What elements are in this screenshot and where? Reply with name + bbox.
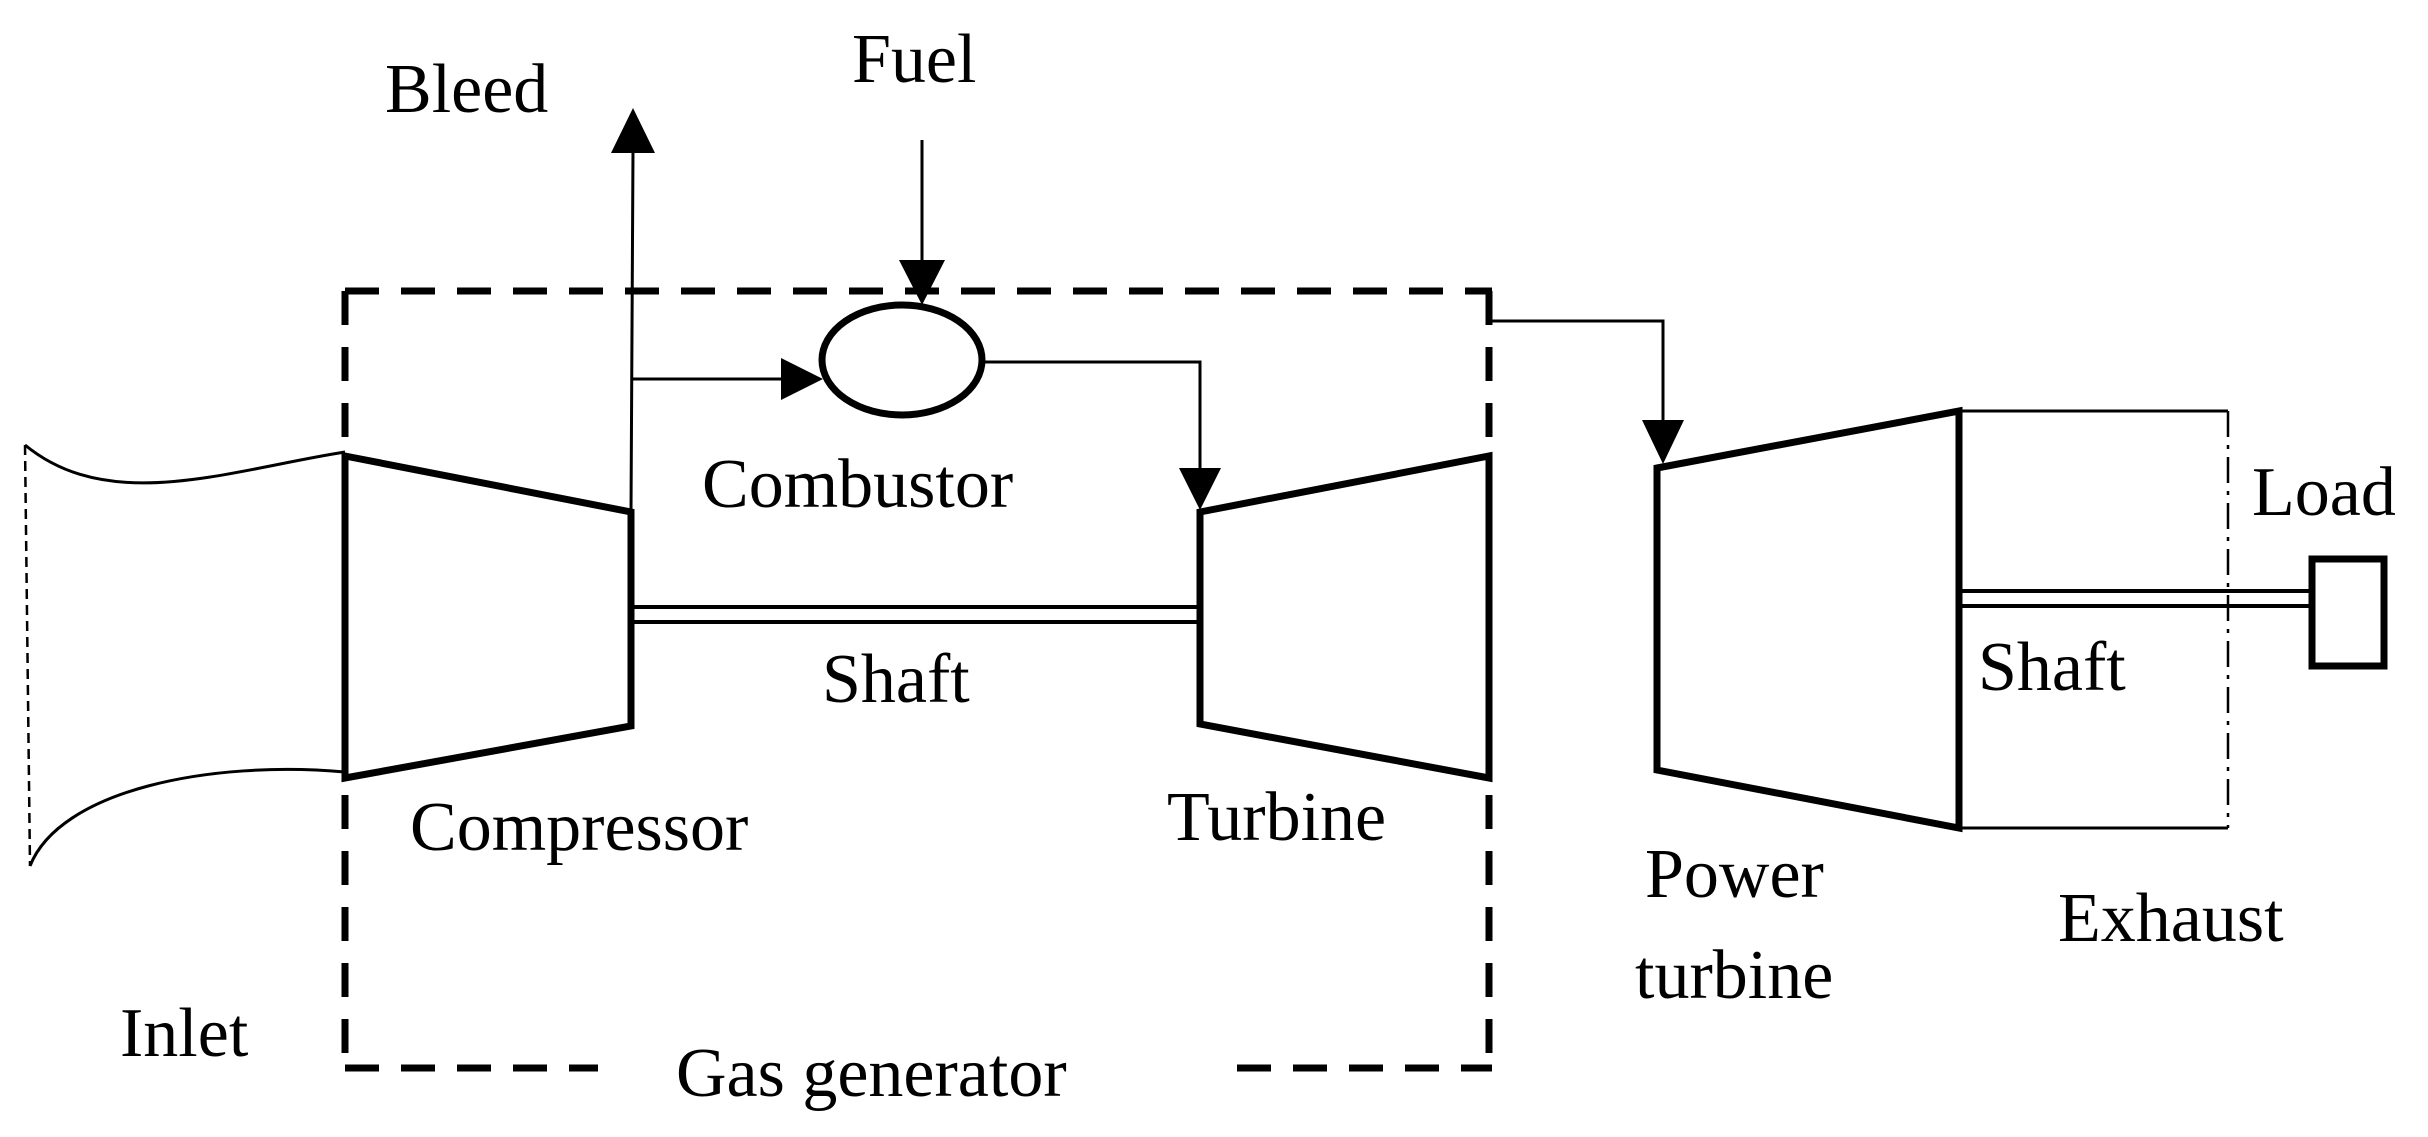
- fuel-label: Fuel: [852, 21, 976, 98]
- bleed-label: Bleed: [385, 51, 548, 128]
- exhaust-label: Exhaust: [2058, 880, 2284, 957]
- load-label: Load: [2252, 454, 2396, 531]
- combustor-to-turbine-arrow: [982, 360, 1221, 510]
- gas-generator-label: Gas generator: [676, 1035, 1067, 1112]
- power-turbine-label-line2: turbine: [1635, 937, 1833, 1014]
- inlet-duct: [23, 443, 346, 867]
- power-shaft: [1959, 589, 2312, 608]
- gas-generator-shaft-label: Shaft: [822, 641, 970, 718]
- load-box: [2308, 555, 2388, 670]
- fuel-arrow: [899, 140, 945, 305]
- compressor-to-combustor-arrow: [633, 358, 823, 400]
- compressor-shape: [341, 451, 635, 783]
- bleed-arrow: [611, 108, 655, 513]
- combustor-label: Combustor: [702, 446, 1013, 523]
- turbine-shape: [1196, 451, 1493, 783]
- power-shaft-label: Shaft: [1978, 629, 2126, 706]
- power-turbine-shape: [1653, 406, 1963, 833]
- turbine-to-power-turbine-arrow: [1489, 319, 1684, 464]
- power-turbine-label-line1: Power: [1645, 836, 1824, 913]
- combustor-shape: [818, 301, 986, 419]
- exhaust-lines: [1959, 409, 2230, 830]
- gas-generator-shaft: [631, 605, 1200, 624]
- compressor-label: Compressor: [410, 789, 748, 866]
- inlet-label: Inlet: [120, 995, 249, 1072]
- turbine-label: Turbine: [1167, 779, 1386, 856]
